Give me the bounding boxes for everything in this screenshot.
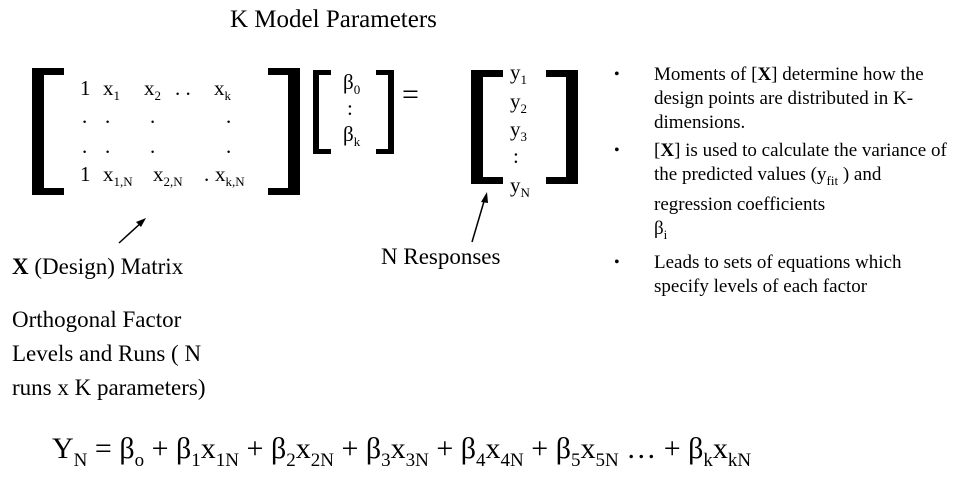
beta-k: βk — [343, 122, 361, 149]
matrix-cell: x1 — [103, 76, 120, 103]
matrix-cell: x2,N — [153, 162, 183, 189]
matrix-cell: x2 — [144, 76, 161, 103]
response-y3: y3 — [510, 117, 527, 144]
design-matrix-right-bracket — [268, 68, 300, 195]
matrix-cell: xk — [214, 76, 231, 103]
bullet-icon: • — [614, 66, 620, 83]
matrix-cell: . — [226, 134, 232, 158]
matrix-cell: x1,N — [103, 162, 133, 189]
bullet-list: • Moments of [X] determine how the desig… — [614, 63, 958, 303]
response-y2: y2 — [510, 89, 527, 116]
design-matrix-left-bracket — [32, 68, 64, 195]
beta-vector-left-bracket — [313, 70, 331, 154]
response-y1: y1 — [510, 60, 527, 87]
equals-sign: = — [402, 78, 419, 111]
matrix-cell: . — [82, 134, 88, 158]
matrix-cell: . — [150, 134, 156, 158]
bullet-item: • Leads to sets of equations which speci… — [614, 252, 902, 297]
model-parameters-title: K Model Parameters — [230, 6, 437, 33]
responses-label: N Responses — [381, 244, 501, 269]
matrix-cell: . — [105, 134, 111, 158]
bullet-icon: • — [614, 142, 620, 159]
beta-ellipsis: : — [347, 96, 353, 120]
response-right-bracket — [546, 70, 578, 184]
regression-formula: YN = βo + β1x1N + β2x2N + β3x3N + β4x4N … — [52, 432, 752, 471]
beta-0: β0 — [343, 70, 361, 97]
matrix-cell: . — [226, 104, 232, 128]
matrix-cell: . — [204, 162, 210, 186]
response-left-bracket — [471, 70, 503, 184]
bullet-item: • [X] is used to calculate the variance … — [614, 140, 947, 242]
matrix-cell: . — [150, 104, 156, 128]
matrix-cell: . — [82, 104, 88, 128]
beta-vector-right-bracket — [376, 70, 394, 154]
matrix-cell: 1 — [80, 76, 91, 100]
bullet-icon: • — [614, 254, 620, 271]
matrix-cell: 1 — [80, 162, 91, 186]
matrix-cell: . — [105, 104, 111, 128]
orthogonal-factor-note: Orthogonal Factor Levels and Runs ( N ru… — [12, 307, 206, 400]
matrix-cell: xk,N — [215, 162, 245, 189]
response-yN: yN — [510, 173, 530, 200]
matrix-cell: . . — [175, 76, 191, 100]
response-ellipsis: : — [513, 144, 519, 168]
design-matrix-label: X (Design) Matrix — [12, 254, 184, 279]
bullet-item: • Moments of [X] determine how the desig… — [614, 64, 924, 133]
